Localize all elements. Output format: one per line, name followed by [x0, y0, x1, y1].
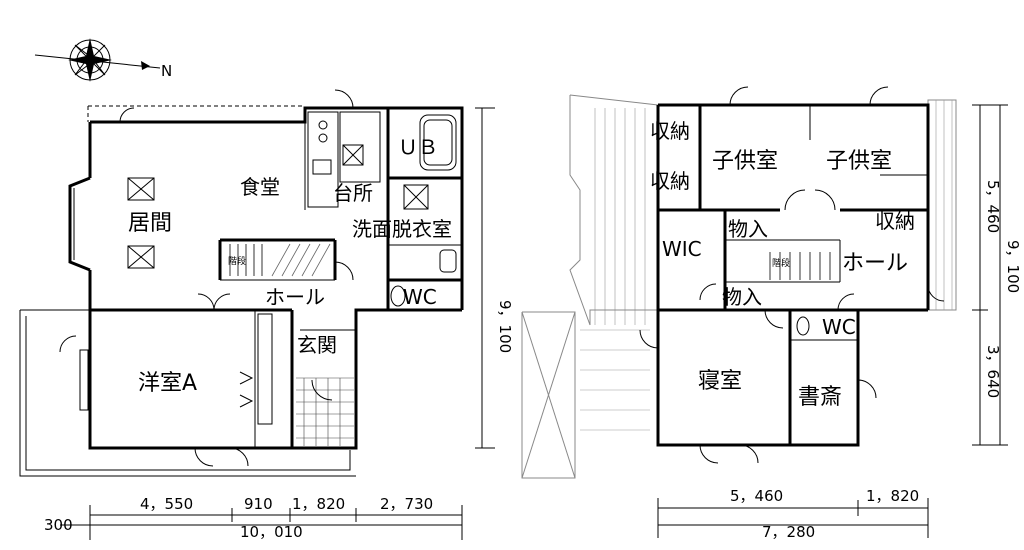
- f2-storage-3-label: 収納: [875, 209, 915, 233]
- f2-wc-label: WC: [822, 315, 856, 339]
- f1-wc-label: WC: [403, 285, 437, 309]
- f2-study-label: 書斎: [798, 385, 842, 410]
- f1-dim-3: 1，820: [292, 495, 345, 513]
- f2-bedroom-label: 寝室: [698, 369, 742, 394]
- f1-western-room-label: 洋室A: [138, 371, 197, 396]
- floor2-plan: [521, 86, 1008, 538]
- f2-child-room-1-label: 子供室: [712, 149, 778, 174]
- f2-closet-1-label: 物入: [728, 217, 768, 241]
- f1-dim-4: 2，730: [380, 495, 433, 513]
- f2-dim-right-bottom: 3，640: [984, 345, 1002, 398]
- f1-dim-right-total: 9，100: [496, 300, 514, 353]
- f2-dim-right-total: 9，100: [1004, 240, 1022, 293]
- f1-dim-2: 910: [244, 495, 273, 513]
- f1-hall-label: ホール: [265, 285, 325, 309]
- f2-stairs-label: 階段: [772, 257, 790, 269]
- floor1-plan: [19, 89, 495, 540]
- f1-bath-label: ＵＢ: [398, 135, 438, 159]
- f2-child-room-2-label: 子供室: [826, 149, 892, 174]
- f2-dim-right-top: 5，460: [984, 180, 1002, 233]
- f2-storage-1-label: 収納: [650, 119, 690, 143]
- f1-dim-total: 10，010: [240, 523, 303, 541]
- f2-storage-2-label: 収納: [650, 169, 690, 193]
- f2-dim-total: 7，280: [762, 523, 815, 541]
- f2-dim-1: 5，460: [730, 487, 783, 505]
- f1-dim-1: 4，550: [140, 495, 193, 513]
- f1-kitchen-label: 台所: [333, 181, 373, 205]
- f1-washroom-label: 洗面脱衣室: [352, 217, 452, 241]
- f1-stairs-label: 階段: [228, 255, 246, 267]
- f2-wic-label: WIC: [662, 237, 702, 261]
- compass-icon: [34, 38, 161, 82]
- f1-entrance-label: 玄関: [297, 333, 337, 357]
- f2-dim-2: 1，820: [866, 487, 919, 505]
- f1-dim-offset: 300: [44, 516, 73, 534]
- f2-closet-2-label: 物入: [722, 285, 762, 309]
- f1-living-label: 居間: [128, 211, 172, 236]
- north-label: N: [161, 62, 172, 80]
- f1-dining-label: 食堂: [240, 175, 280, 199]
- f2-hall-label: ホール: [842, 251, 908, 276]
